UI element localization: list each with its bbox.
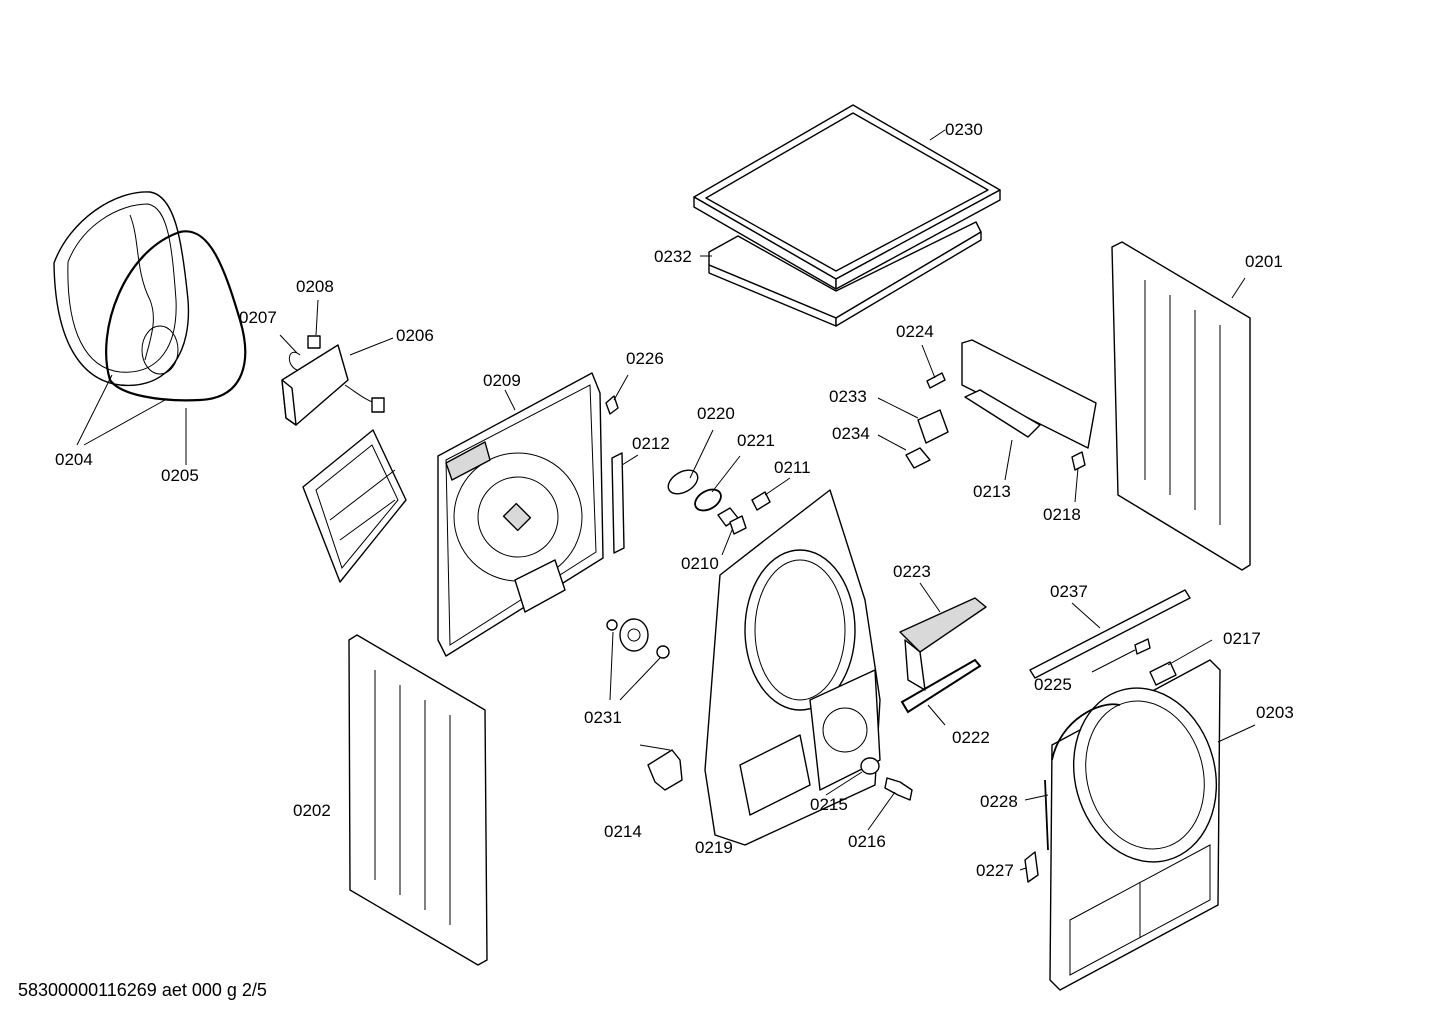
part-0234-capacitor <box>905 447 931 469</box>
part-0215-knob <box>860 757 880 775</box>
part-0212-strip <box>611 452 625 554</box>
label-0232: 0232 <box>654 247 692 266</box>
label-0226: 0226 <box>626 349 664 368</box>
label-0210: 0210 <box>681 554 719 573</box>
part-0228-door-ring <box>1044 703 1121 851</box>
part-0231-hub <box>606 618 670 659</box>
part-0220-sensor-cover <box>667 469 699 495</box>
part-0205-door-seal <box>105 230 247 402</box>
label-0214: 0214 <box>604 822 642 841</box>
label-0222: 0222 <box>952 728 990 747</box>
part-0203-front-panel <box>1049 659 1221 991</box>
label-0211: 0211 <box>774 458 811 477</box>
label-0209: 0209 <box>483 371 521 390</box>
label-0212: 0212 <box>632 434 670 453</box>
label-0201: 0201 <box>1245 252 1283 271</box>
part-0206-control-module <box>281 335 385 426</box>
drawing-code: 58300000116269 aet 000 g 2/5 <box>18 980 267 1000</box>
part-0223-filter <box>899 597 987 691</box>
part-0230-top-cover <box>693 104 1001 290</box>
part-0227-latch <box>1024 851 1039 883</box>
part-0219-main-frame <box>704 489 881 846</box>
label-0224: 0224 <box>896 322 934 341</box>
label-0205: 0205 <box>161 466 199 485</box>
part-0216-connector <box>884 777 913 801</box>
label-0213: 0213 <box>973 482 1011 501</box>
label-0225: 0225 <box>1034 675 1072 694</box>
label-0233: 0233 <box>829 387 867 406</box>
part-0221-gasket <box>694 488 722 512</box>
part-0211-sensor <box>751 491 771 511</box>
label-0221: 0221 <box>737 431 775 450</box>
label-0237: 0237 <box>1050 582 1088 601</box>
part-0202-side-panel <box>348 634 488 966</box>
label-0206: 0206 <box>396 326 434 345</box>
part-0233-relay <box>917 409 949 444</box>
part-0214-hinge <box>647 749 683 791</box>
label-0218: 0218 <box>1043 505 1081 524</box>
label-0217: 0217 <box>1223 629 1261 648</box>
part-0213-control-board <box>961 339 1097 449</box>
part-0209-back-panel <box>437 372 604 657</box>
part-0237-bar <box>1029 589 1191 679</box>
part-0222-filter-seal <box>900 658 982 714</box>
part-0217-hook <box>1149 661 1177 686</box>
label-0230: 0230 <box>945 120 983 139</box>
label-0207: 0207 <box>239 308 277 327</box>
part-0224-clip <box>926 372 946 389</box>
label-0220: 0220 <box>697 404 735 423</box>
label-0223: 0223 <box>893 562 931 581</box>
label-0216: 0216 <box>848 832 886 851</box>
label-0215: 0215 <box>810 795 848 814</box>
part-0201-side-panel <box>1111 241 1251 571</box>
part-0226-clip <box>605 395 619 415</box>
label-0219: 0219 <box>695 838 733 857</box>
label-0202: 0202 <box>293 801 331 820</box>
part-filter-housing <box>302 429 407 583</box>
label-0204: 0204 <box>55 450 93 469</box>
part-0225-clip <box>1134 638 1151 655</box>
part-0232-top-panel <box>708 221 982 327</box>
label-0203: 0203 <box>1256 703 1294 722</box>
label-0234: 0234 <box>832 424 870 443</box>
label-0228: 0228 <box>980 792 1018 811</box>
label-0208: 0208 <box>296 277 334 296</box>
label-0227: 0227 <box>976 861 1014 880</box>
part-0218-clip <box>1071 451 1086 471</box>
part-0210-thermostat <box>717 507 747 535</box>
label-0231: 0231 <box>584 708 622 727</box>
